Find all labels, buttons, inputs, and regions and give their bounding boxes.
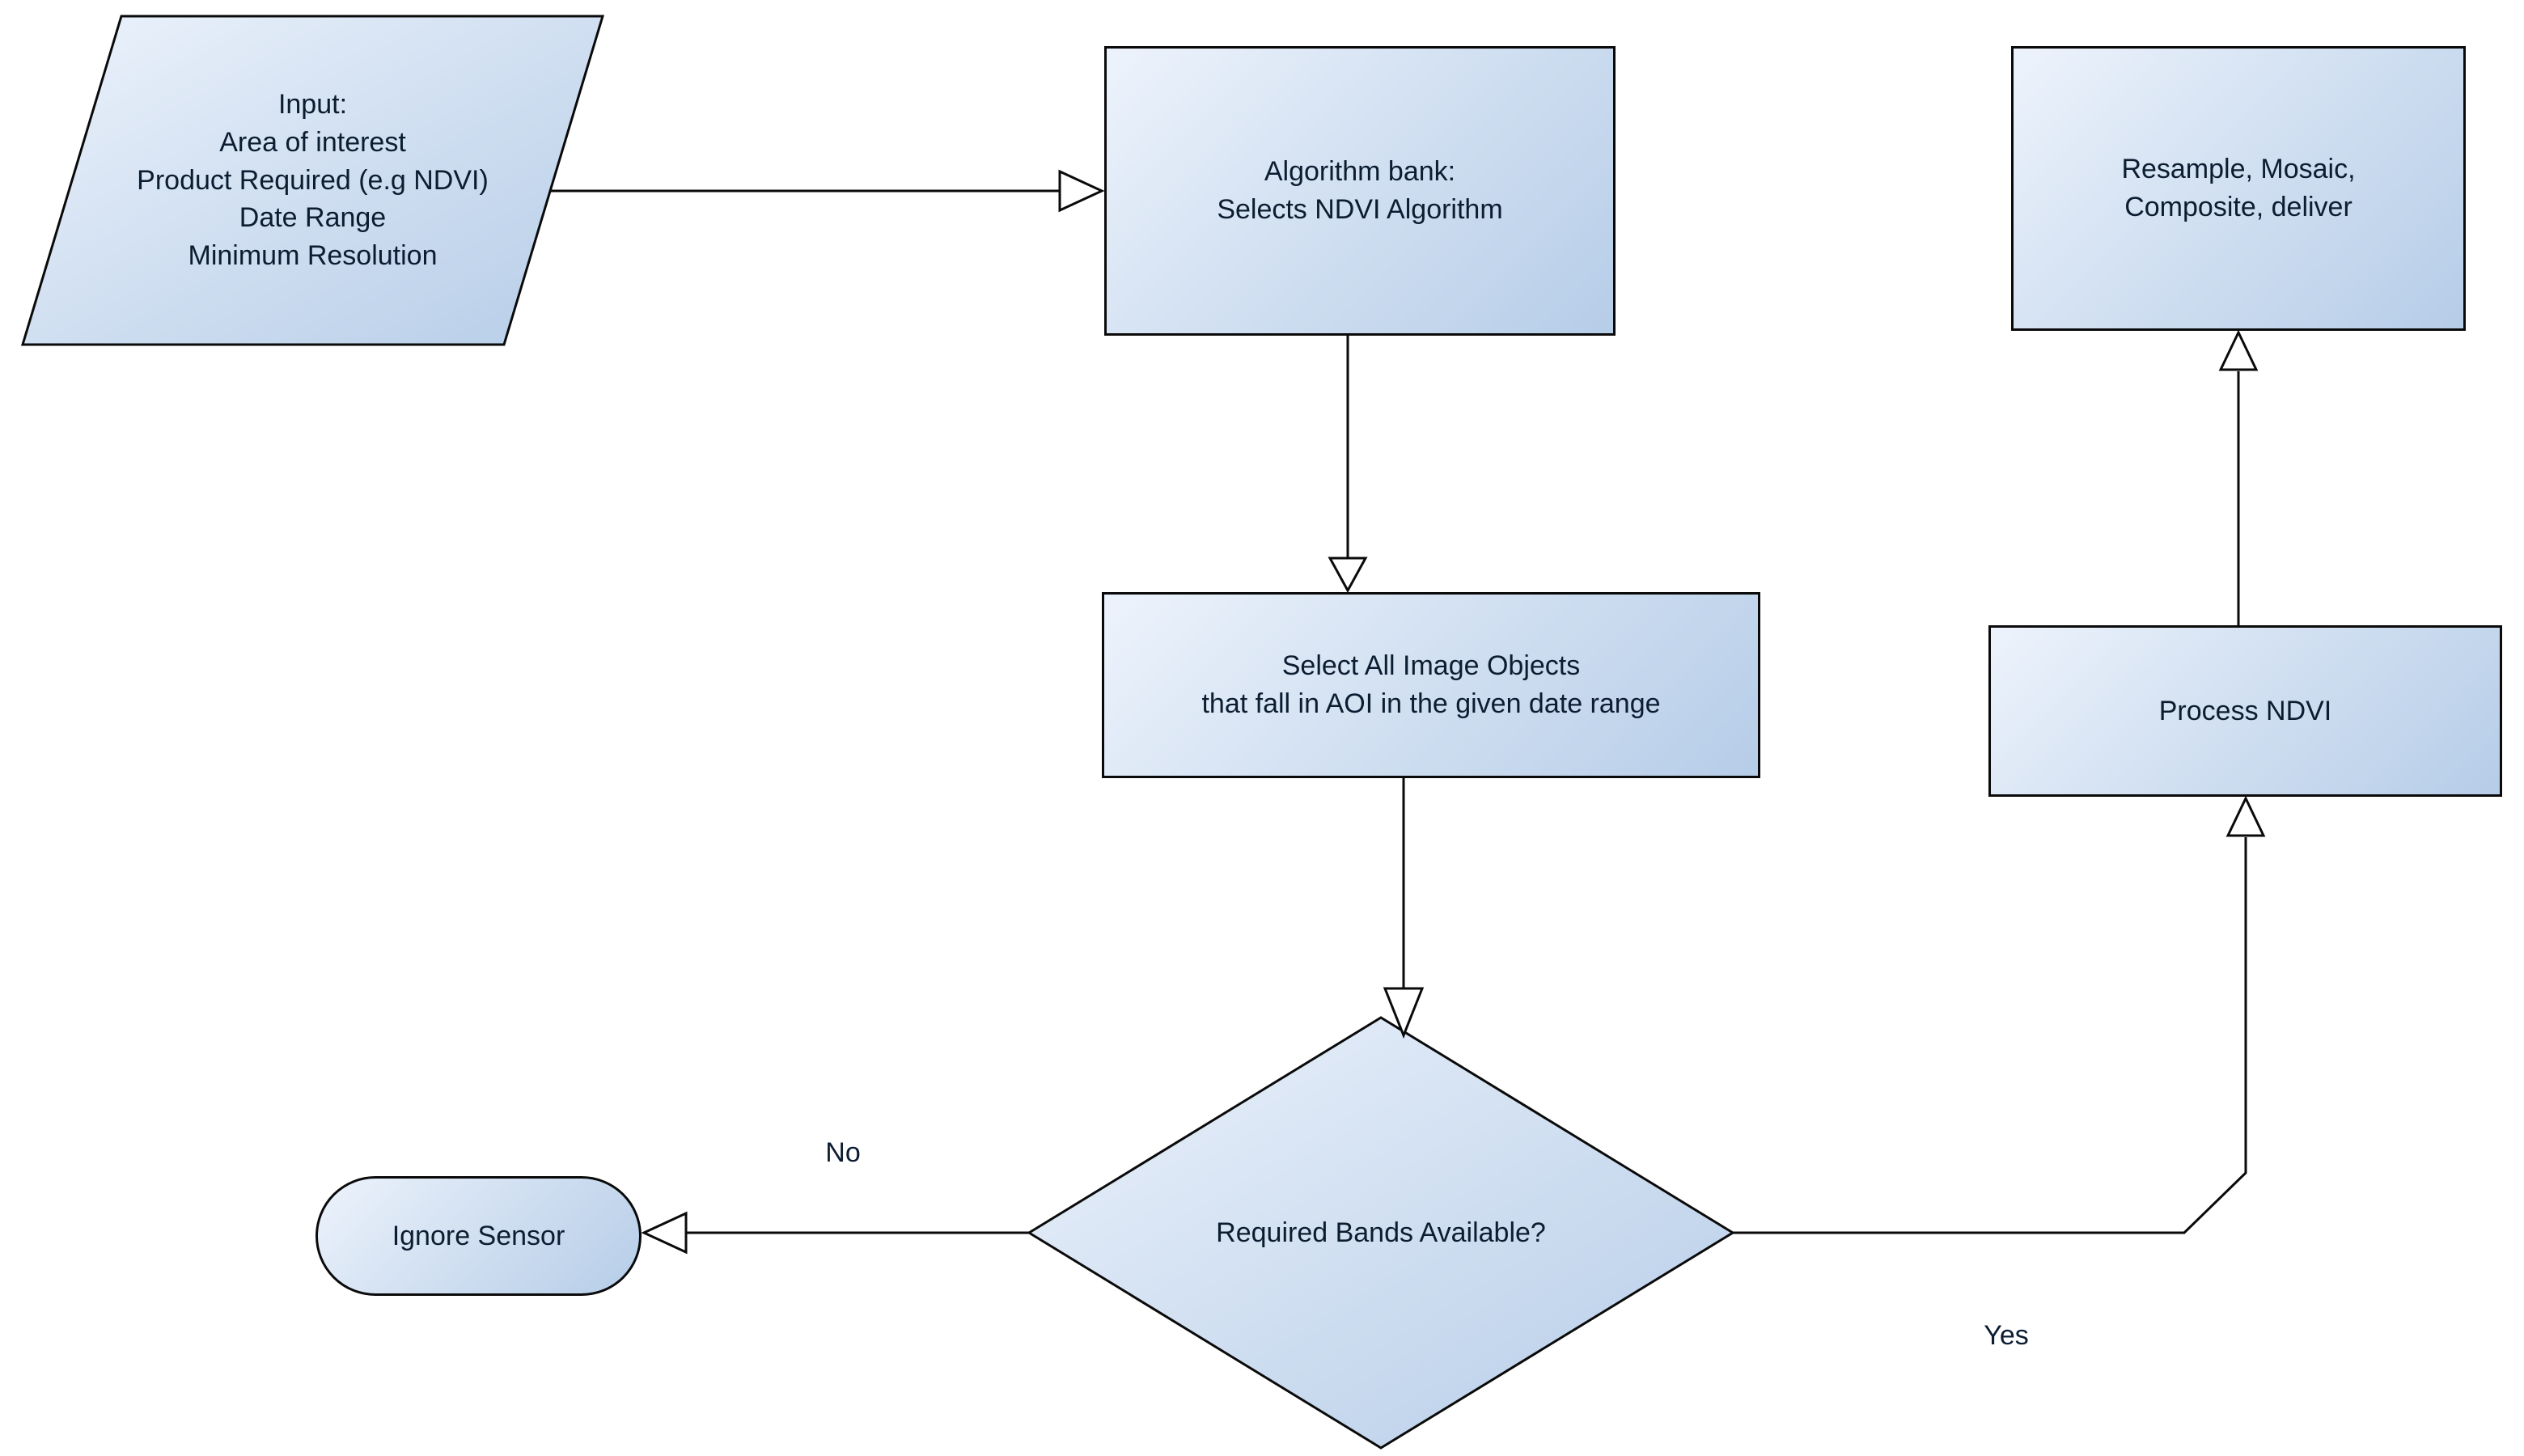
arrowhead-up-icon — [2225, 795, 2266, 837]
process-ndvi-line: Process NDVI — [2158, 695, 2332, 726]
edge-label-no: No — [825, 1137, 861, 1168]
arrow-select-objects-to-decision — [1383, 778, 1425, 1039]
resample-line: Resample, Mosaic, — [2121, 154, 2356, 185]
algorithm-bank-node: Algorithm bank: Selects NDVI Algorithm — [1104, 46, 1616, 336]
algorithm-bank-line: Selects NDVI Algorithm — [1217, 194, 1503, 225]
input-parallelogram-shape — [20, 15, 605, 346]
arrow-decision-to-ignore-sensor — [641, 1211, 1029, 1255]
arrow-algorithm-bank-to-select-objects — [1328, 336, 1368, 594]
input-line: Date Range — [239, 202, 387, 234]
input-line: Area of interest — [219, 126, 406, 158]
arrow-decision-to-process-ndvi — [1733, 795, 2266, 1234]
decision-diamond-shape — [1027, 1016, 1735, 1450]
input-line: Input: — [277, 88, 348, 120]
arrow-input-to-algorithm-bank — [550, 169, 1105, 213]
resample-line: Composite, deliver — [2124, 192, 2352, 222]
decision-line: Required Bands Available? — [1216, 1217, 1546, 1248]
process-ndvi-node: Process NDVI — [1988, 625, 2502, 797]
arrowhead-up-icon — [2218, 329, 2259, 371]
select-objects-line: Select All Image Objects — [1281, 650, 1581, 682]
ignore-sensor-line: Ignore Sensor — [392, 1220, 565, 1251]
arrowhead-left-icon — [641, 1211, 688, 1255]
input-line: Product Required (e.g NDVI) — [137, 164, 489, 196]
arrowhead-right-icon — [1058, 169, 1105, 213]
select-objects-line: that fall in AOI in the given date range — [1201, 688, 1661, 719]
select-objects-node: Select All Image Objects that fall in AO… — [1102, 592, 1760, 778]
input-line: Minimum Resolution — [188, 240, 438, 272]
edge-label-yes: Yes — [1984, 1320, 2029, 1351]
arrowhead-down-icon — [1328, 557, 1368, 594]
decision-node: Required Bands Available? — [1029, 1018, 1733, 1448]
resample-node: Resample, Mosaic, Composite, deliver — [2011, 46, 2466, 331]
input-node: Input: Area of interest Product Required… — [23, 16, 603, 345]
arrowhead-down-icon — [1383, 987, 1425, 1039]
ignore-sensor-node: Ignore Sensor — [316, 1176, 642, 1296]
algorithm-bank-line: Algorithm bank: — [1264, 156, 1456, 188]
arrow-process-ndvi-to-resample — [2218, 329, 2259, 625]
